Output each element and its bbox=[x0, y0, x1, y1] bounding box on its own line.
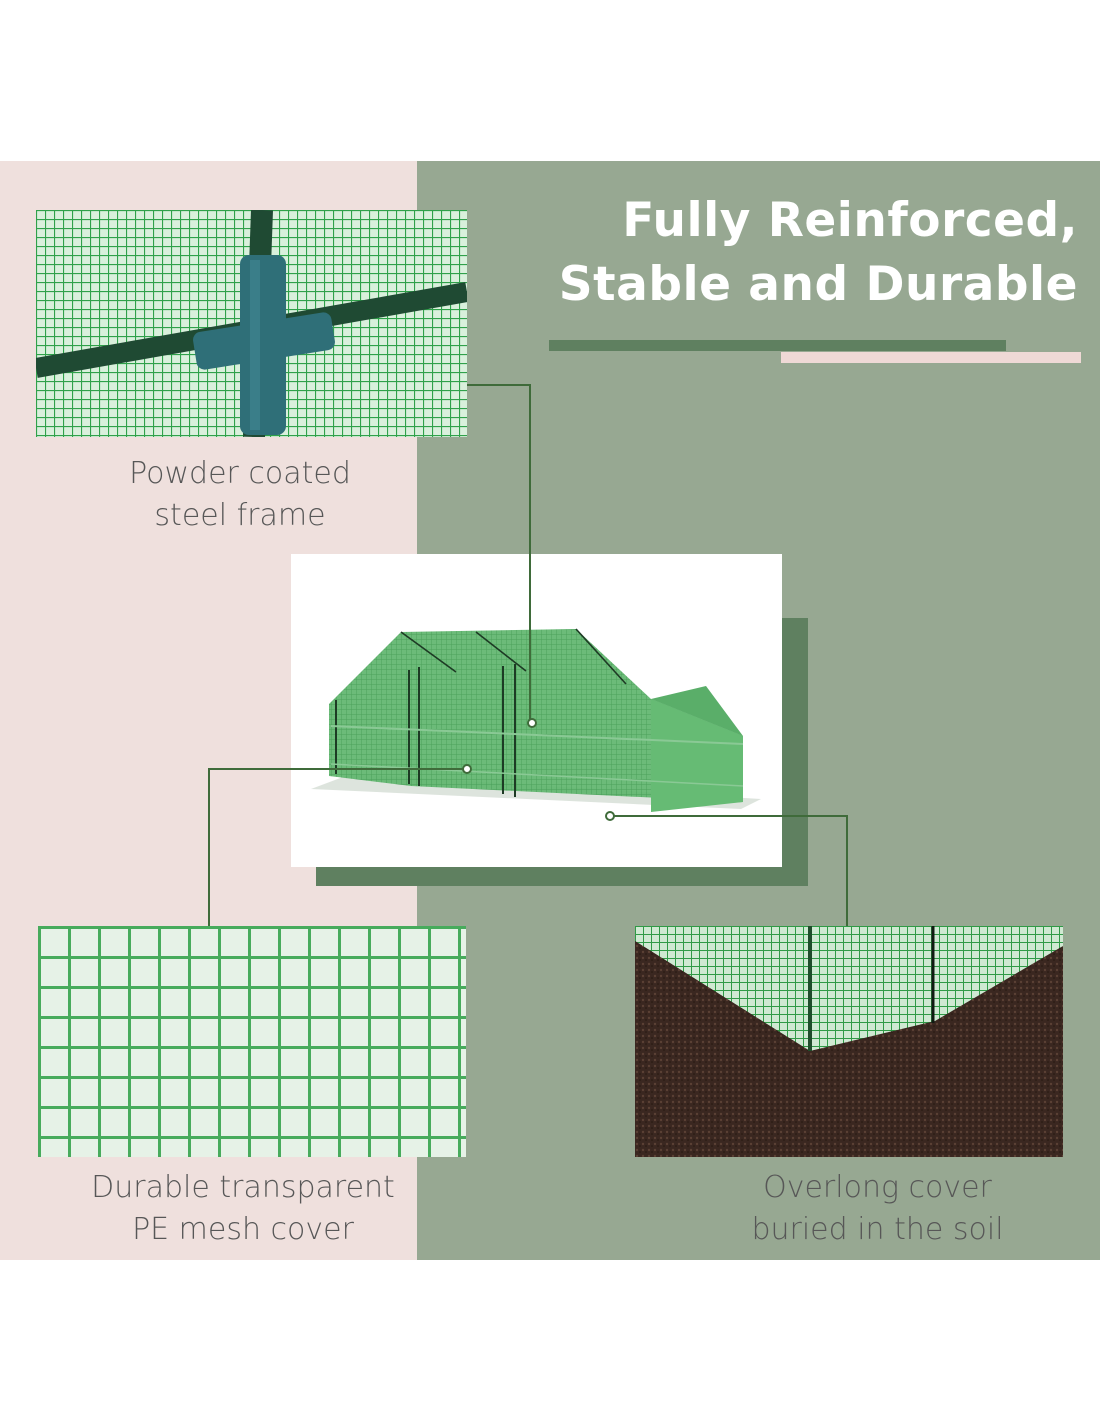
caption-buried-cover-line-2: buried in the soil bbox=[751, 1212, 1004, 1247]
greenhouse-photo bbox=[291, 554, 782, 867]
caption-pe-mesh-line-2: PE mesh cover bbox=[132, 1212, 354, 1247]
caption-buried-cover: Overlong cover buried in the soil bbox=[690, 1167, 1065, 1251]
headline-line-2: Stable and Durable bbox=[558, 257, 1078, 312]
caption-steel-frame: Powder coated steel frame bbox=[90, 453, 390, 537]
buried-cover-photo bbox=[635, 926, 1063, 1157]
connector-lines bbox=[208, 384, 848, 926]
accent-bar-pink bbox=[781, 352, 1081, 363]
pe-mesh-photo bbox=[38, 926, 466, 1157]
feature-banner: Fully Reinforced, Stable and Durable Pow… bbox=[0, 161, 1100, 1260]
accent-bar-green bbox=[549, 340, 1006, 351]
caption-pe-mesh: Durable transparent PE mesh cover bbox=[58, 1167, 428, 1251]
headline-line-1: Fully Reinforced, bbox=[622, 193, 1078, 248]
caption-steel-frame-line-1: Powder coated bbox=[129, 456, 351, 491]
headline: Fully Reinforced, Stable and Durable bbox=[559, 189, 1078, 317]
caption-steel-frame-line-2: steel frame bbox=[154, 498, 326, 533]
caption-pe-mesh-line-1: Durable transparent bbox=[91, 1170, 395, 1205]
steel-frame-photo bbox=[36, 210, 467, 437]
caption-buried-cover-line-1: Overlong cover bbox=[763, 1170, 992, 1205]
